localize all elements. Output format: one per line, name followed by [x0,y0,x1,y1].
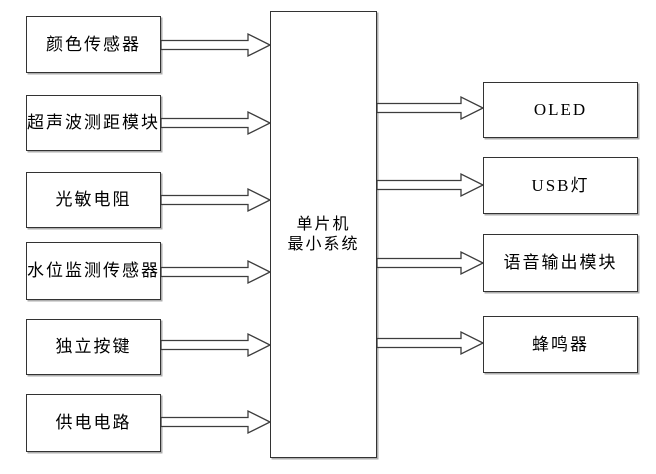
block-power-supply-circuit: 供电电路 [26,394,161,452]
block-oled: OLED [483,82,638,138]
mcu-label-line2: 最小系统 [287,235,360,253]
block-photoresistor: 光敏电阻 [26,172,161,228]
arrow-power-to-mcu [161,409,270,435]
block-water-level-sensor: 水位监测传感器 [26,242,161,300]
arrow-mcu-to-usb-light [377,172,483,198]
mcu-label-line1: 单片机 [296,215,351,233]
arrow-color-sensor-to-mcu [161,32,270,58]
block-mcu-minimal-system: 单片机 最小系统 [270,11,377,458]
block-usb-light: USB灯 [483,157,638,214]
block-independent-keys: 独立按键 [26,319,161,375]
arrow-photoresistor-to-mcu [161,187,270,213]
block-ultrasonic-ranging-module: 超声波测距模块 [26,95,161,151]
arrow-mcu-to-buzzer [377,330,483,356]
arrow-mcu-to-voice-output [377,250,483,276]
arrow-keys-to-mcu [161,332,270,358]
block-buzzer: 蜂鸣器 [483,316,638,373]
block-voice-output-module: 语音输出模块 [483,234,638,292]
block-color-sensor: 颜色传感器 [26,16,161,73]
arrow-water-level-to-mcu [161,259,270,285]
arrow-mcu-to-oled [377,95,483,121]
arrow-ultrasonic-to-mcu [161,110,270,136]
